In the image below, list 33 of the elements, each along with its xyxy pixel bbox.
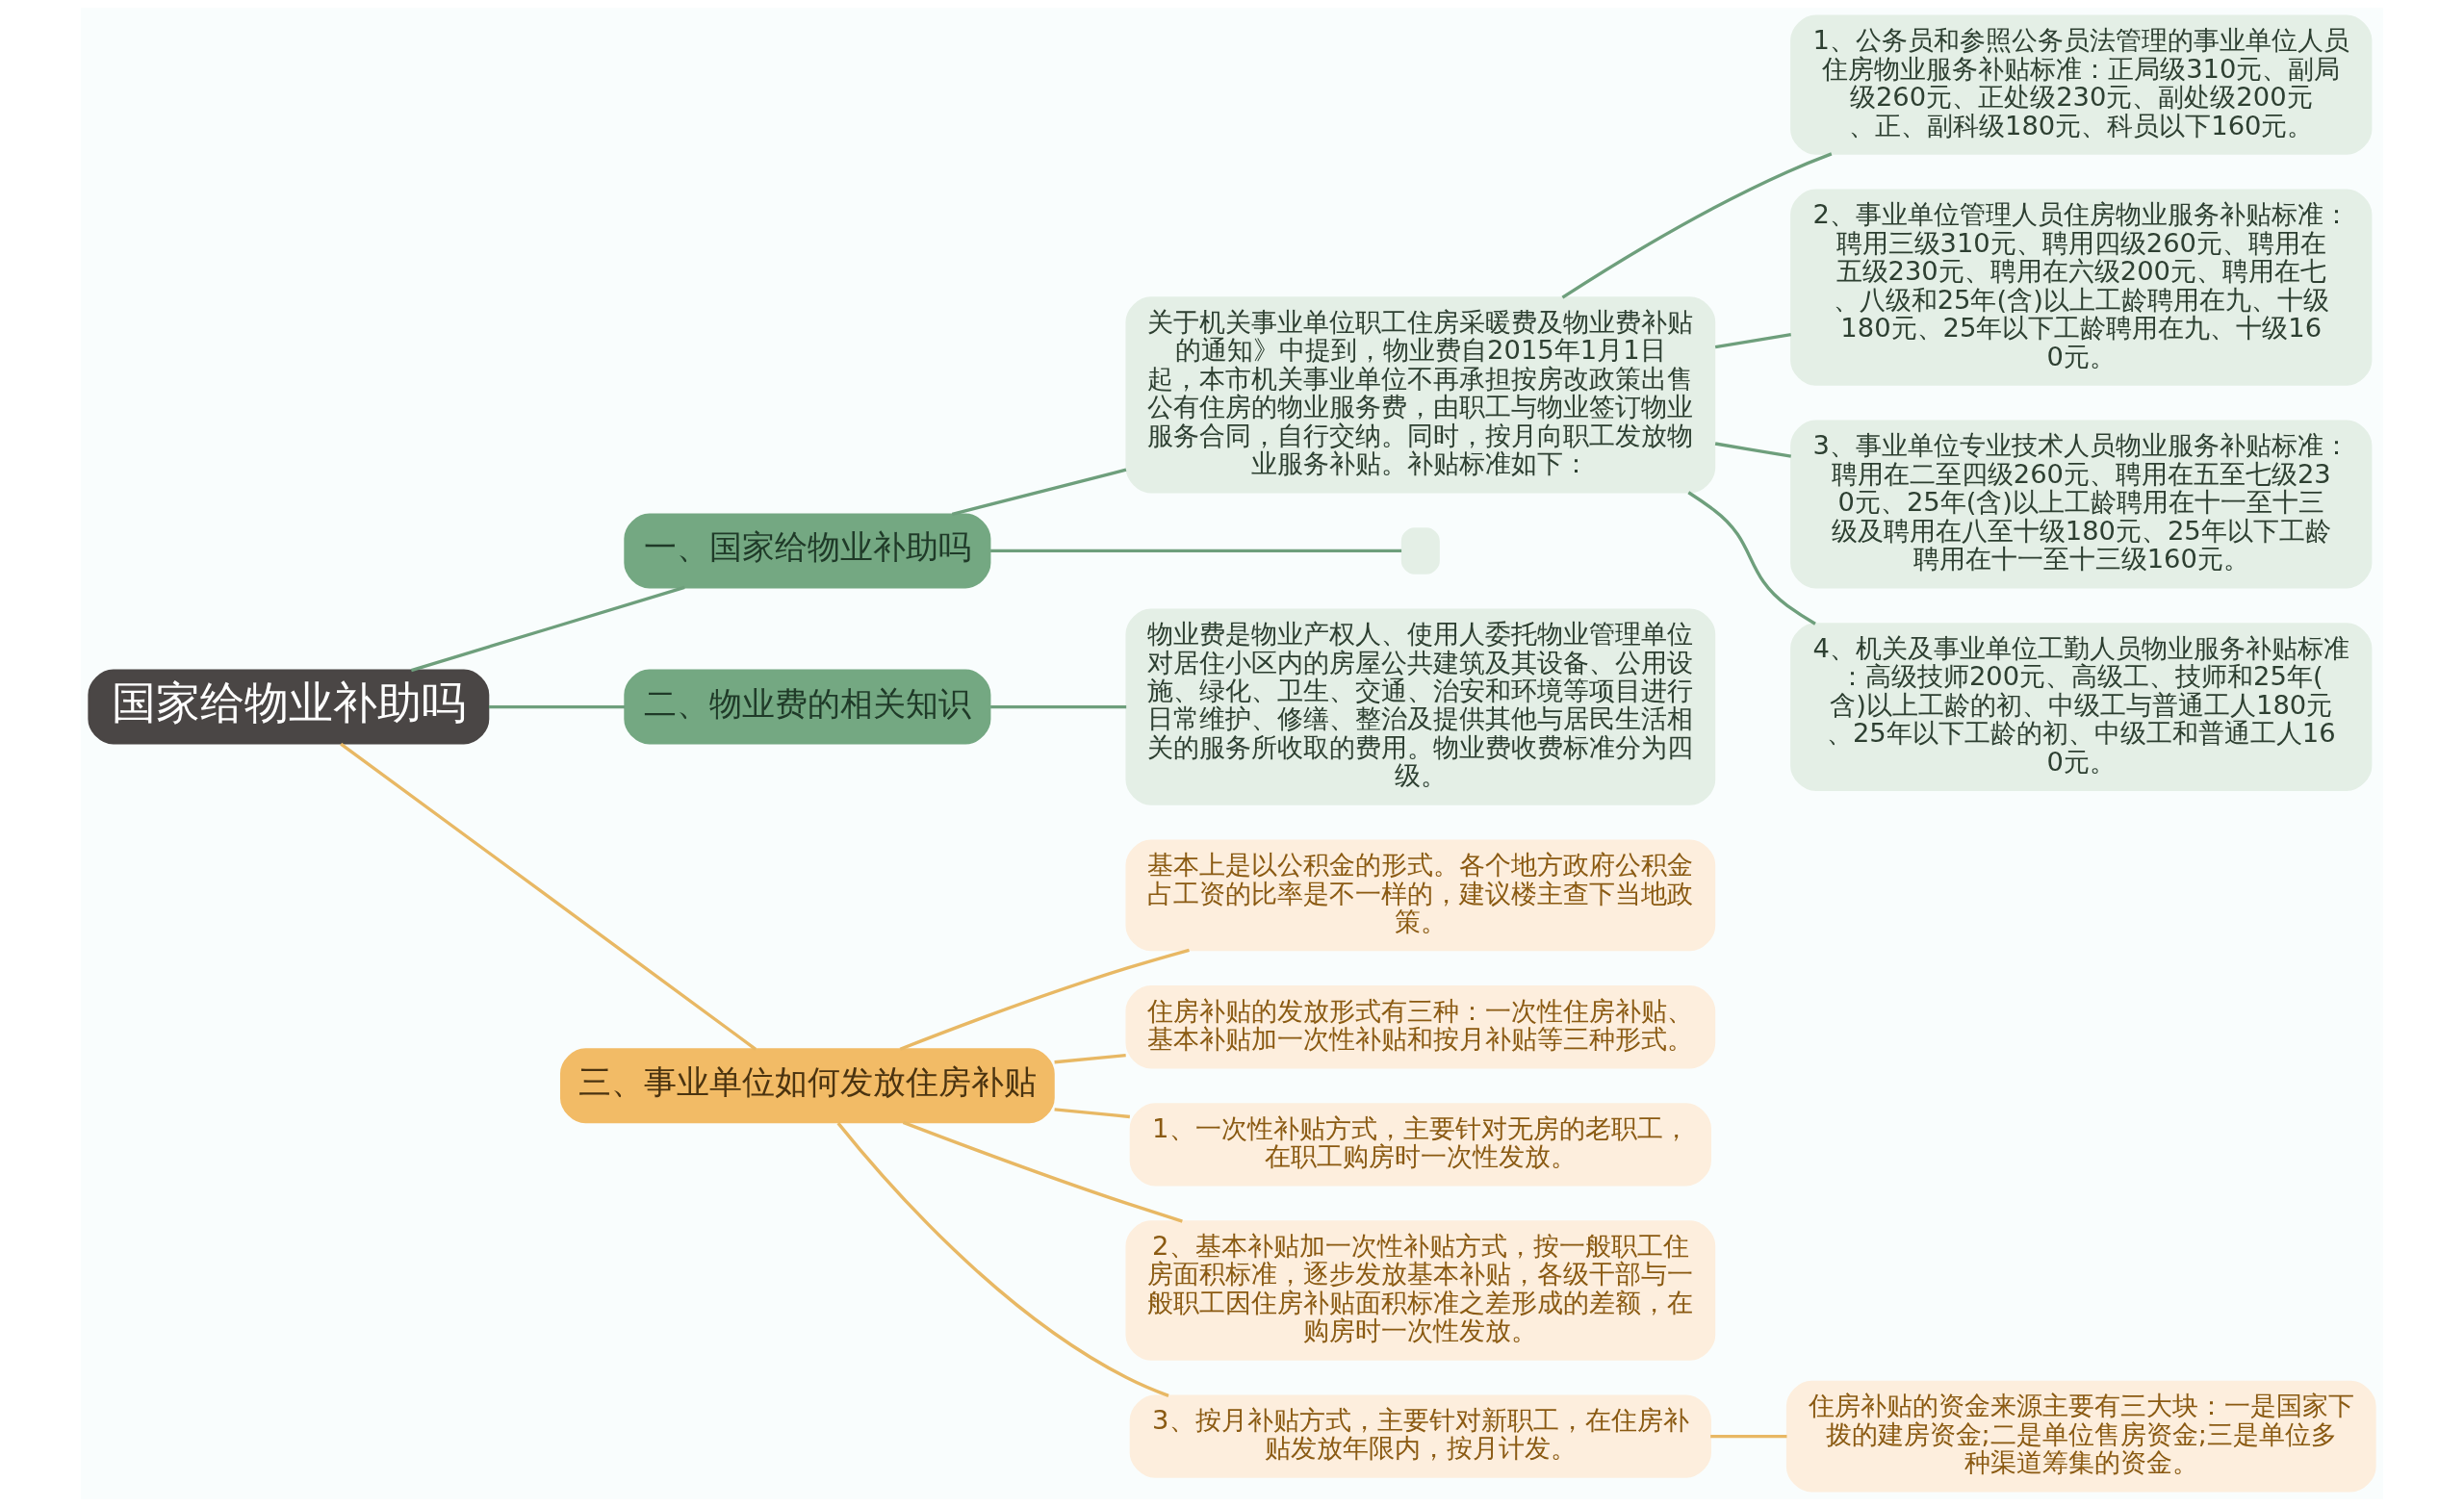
connector xyxy=(410,585,685,673)
node-box: 3、事业单位专业技术人员物业服务补贴标准：聘用在二至四级260元、聘用在五至七级230元、25年(含)以上工龄聘用在十一至十三级及聘用在八至十级180元、25年以下工龄聘用在十一至十三级160元。 xyxy=(1790,420,2373,589)
connector xyxy=(1710,1434,1787,1439)
node-box: 基本上是以公积金的形式。各个地方政府公积金占工资的比率是不一样的，建议楼主查下当地政策。 xyxy=(1125,839,1716,952)
node-box: 2、事业单位管理人员住房物业服务补贴标准：聘用三级310元、聘用四级260元、聘用在五级230元、聘用在六级200元、聘用在七、八级和25年(含)以上工龄聘用在九、十级180元、25年以下工龄聘用在九、十级160元。 xyxy=(1790,189,2373,386)
node-box: 一、国家给物业补助吗 xyxy=(624,513,991,589)
node-box: 三、事业单位如何发放住房补贴 xyxy=(560,1048,1055,1124)
node-box: 住房补贴的发放形式有三种：一次性住房补贴、基本补贴加一次性补贴和按月补贴等三种形式。 xyxy=(1125,985,1716,1069)
node-box: 1、公务员和参照公务员法管理的事业单位人员住房物业服务补贴标准：正局级310元、副局级260元、正处级230元、副处级200元、正、副科级180元、科员以下160元。 xyxy=(1790,14,2373,155)
connector xyxy=(836,1122,1169,1397)
node-box: 1、一次性补贴方式，主要针对无房的老职工，在职工购房时一次性发放。 xyxy=(1129,1103,1711,1187)
connector xyxy=(1561,152,1833,299)
node-box: 物业费是物业产权人、使用人委托物业管理单位对居住小区内的房屋公共建筑及其设备、公用设施、绿化、卫生、交通、治安和环境等项目进行日常维护、修缮、整治及提供其他与居民生活相关的服务所收取的费用。物业费收费标准分为四级。 xyxy=(1125,608,1716,805)
node-box: 关于机关事业单位职工住房采暖费及物业费补贴的通知》中提到，物业费自2015年1月1日起，本市机关事业单位不再承担按房改政策出售公有住房的物业服务费，由职工与物业签订物业服务合同，自行交纳。同时，按月向职工发放物业服务补贴。补贴标准如下： xyxy=(1125,296,1716,494)
connector xyxy=(899,948,1190,1051)
connector xyxy=(1714,333,1791,349)
node-box: 国家给物业补助吗 xyxy=(88,669,490,745)
node-box: 二、物业费的相关知识 xyxy=(624,669,991,745)
connector xyxy=(1054,1108,1131,1119)
connector xyxy=(488,704,626,709)
connector xyxy=(340,742,757,1051)
connector xyxy=(1687,491,1816,626)
connector xyxy=(990,549,1402,553)
node-box: 3、按月补贴方式，主要针对新职工，在住房补贴发放年限内，按月计发。 xyxy=(1129,1394,1711,1478)
connector xyxy=(1714,442,1791,458)
connector xyxy=(1054,1053,1126,1064)
connector xyxy=(902,1120,1183,1223)
connector xyxy=(951,468,1127,517)
node-box: 2、基本补贴加一次性补贴方式，按一般职工住房面积标准，逐步发放基本补贴，各级干部与一般职工因住房补贴面积标准之差形成的差额，在购房时一次性发放。 xyxy=(1125,1220,1716,1361)
node-box: 住房补贴的资金来源主要有三大块：一是国家下拨的建房资金;二是单位售房资金;三是单位多种渠道筹集的资金。 xyxy=(1785,1380,2376,1493)
node-box xyxy=(1400,527,1440,575)
node-box: 4、机关及事业单位工勤人员物业服务补贴标准：高级技师200元、高级工、技师和25年(含)以上工龄的初、中级工与普通工人180元、25年以下工龄的初、中级工和普通工人160元。 xyxy=(1790,623,2373,791)
connector xyxy=(990,704,1127,709)
